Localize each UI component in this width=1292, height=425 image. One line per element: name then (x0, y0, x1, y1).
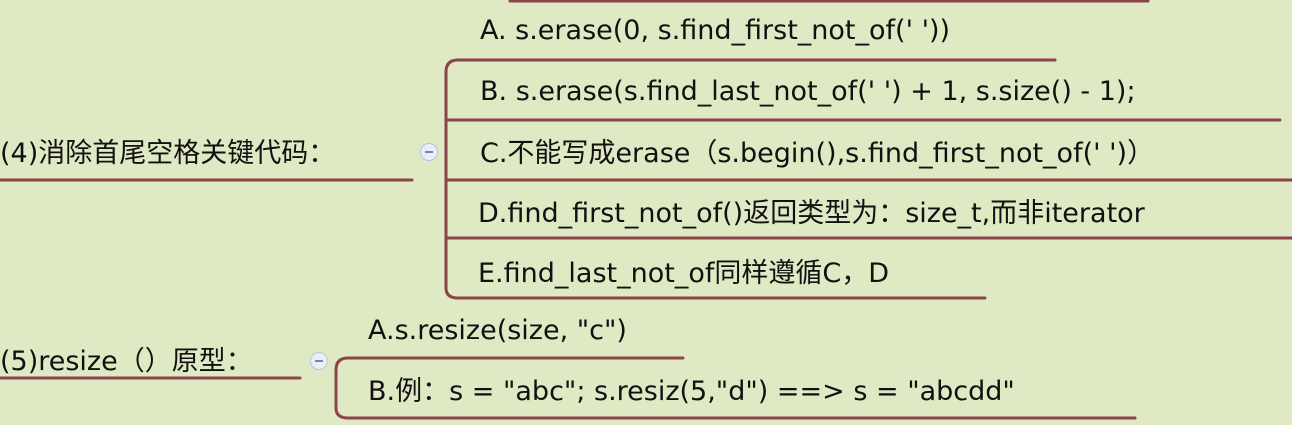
node5-label[interactable]: (5)resize（）原型： (0, 346, 253, 377)
node4-child-c[interactable]: C.不能写成erase（s.begin(),s.find_first_not_o… (480, 138, 1155, 169)
node4-label[interactable]: (4)消除首尾空格关键代码： (0, 138, 336, 169)
collapse-icon[interactable] (310, 352, 328, 370)
node5-bracket (334, 368, 1137, 420)
collapse-icon[interactable] (420, 143, 438, 161)
node4-child-e[interactable]: E.find_last_not_of同样遵循C，D (478, 258, 889, 289)
node4-child-b[interactable]: B. s.erase(s.find_last_not_of(' ') + 1, … (480, 76, 1136, 107)
node5-child-a-underline (334, 356, 685, 372)
node4-child-a-underline (444, 58, 1057, 74)
node5-child-a[interactable]: A.s.resize(size, "c") (368, 315, 627, 346)
node5-child-b[interactable]: B.例：s = "abc"; s.resiz(5,"d") ==> s = "a… (368, 376, 1015, 407)
node4-child-d[interactable]: D.find_first_not_of()返回类型为：size_t,而非iter… (478, 198, 1145, 229)
node4-child-a[interactable]: A. s.erase(0, s.find_first_not_of(' ')) (480, 15, 951, 46)
node4-bracket (444, 70, 987, 300)
